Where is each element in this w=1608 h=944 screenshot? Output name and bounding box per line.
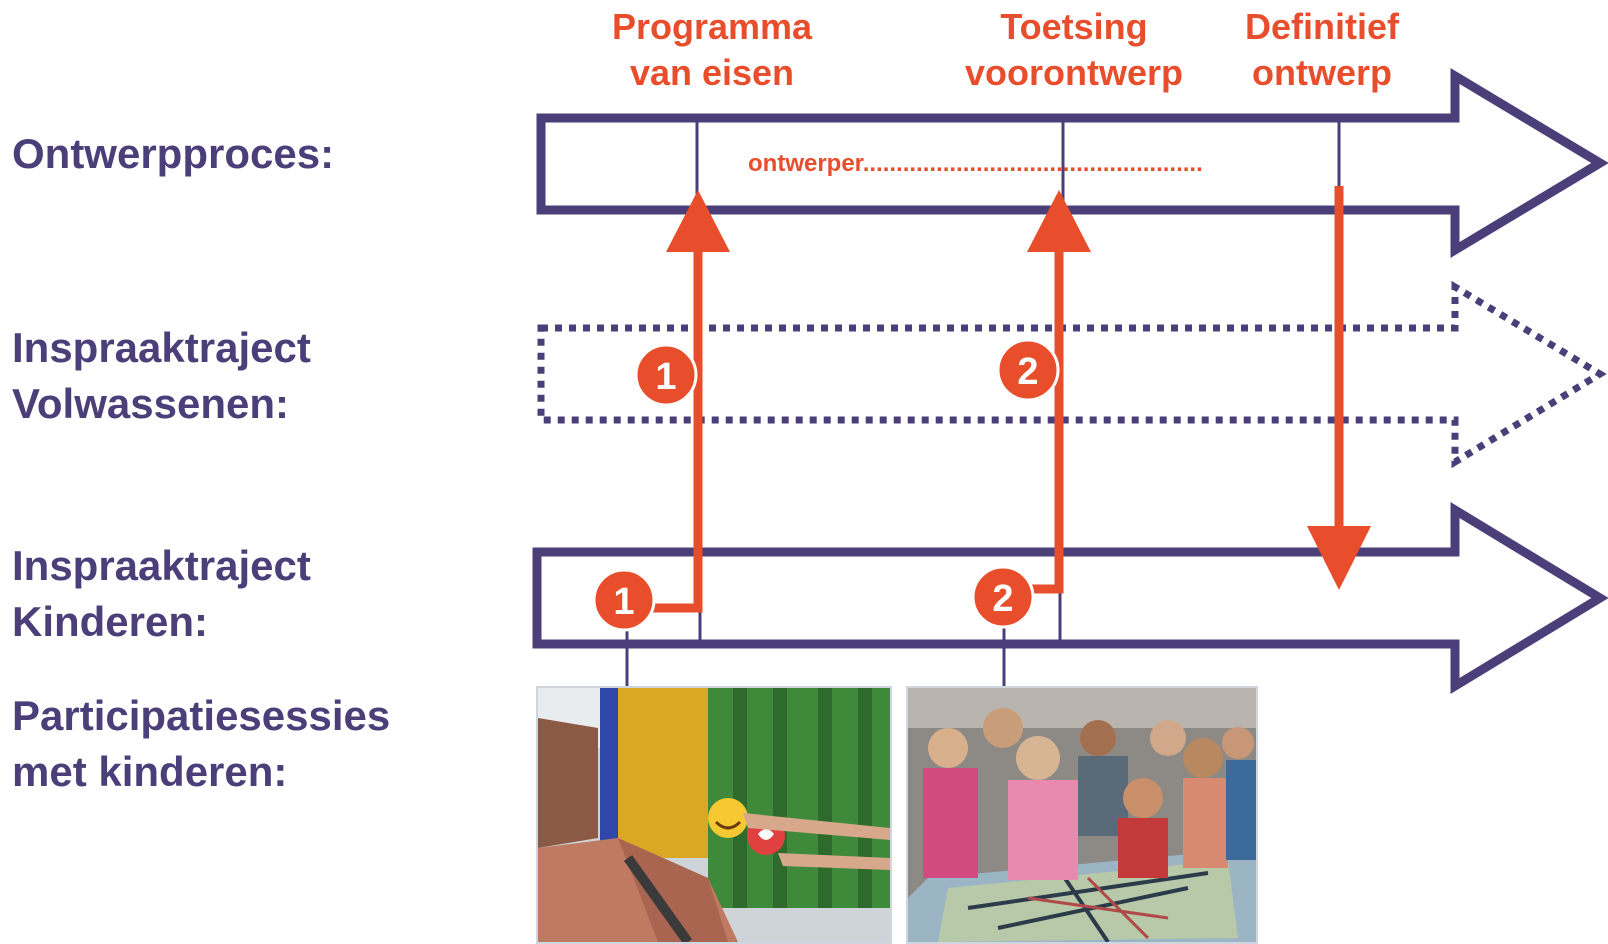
label-design-process: Ontwerpproces: — [12, 130, 335, 177]
step-badge-child-2: 2 — [971, 565, 1035, 629]
label-participation-sessions: Participatiesessies met kinderen: — [12, 692, 391, 795]
photo-map-illustration — [908, 688, 1256, 942]
milestone-preliminary-design-review: Toetsing voorontwerp — [964, 6, 1184, 93]
flow-arrow-1-head — [666, 190, 730, 252]
child-consultation-track-arrow — [532, 502, 1608, 694]
svg-text:1: 1 — [613, 581, 634, 623]
photo-session-map — [906, 686, 1258, 944]
milestone-program-of-requirements: Programma van eisen — [611, 6, 813, 93]
step-badge-adult-1: 1 — [634, 343, 698, 407]
step-badge-child-1: 1 — [592, 568, 656, 632]
svg-text:2: 2 — [992, 578, 1013, 620]
adult-consultation-track-arrow — [537, 280, 1607, 469]
label-child-consultation: Inspraaktraject Kinderen: — [12, 542, 311, 645]
label-adult-consultation: Inspraaktraject Volwassenen: — [12, 324, 311, 427]
flow-arrow-2-head — [1027, 190, 1091, 252]
flow-arrow-3-head — [1307, 526, 1371, 590]
svg-text:1: 1 — [655, 356, 676, 398]
photo-street-illustration — [538, 688, 890, 942]
svg-text:2: 2 — [1017, 351, 1038, 393]
milestone-final-design: Definitief ontwerp — [1244, 6, 1400, 93]
step-badge-adult-2: 2 — [996, 338, 1060, 402]
flow-arrow-2 — [1022, 248, 1064, 594]
designer-note: ontwerper...............................… — [748, 150, 1203, 177]
photo-session-street — [536, 686, 892, 944]
flow-arrow-1 — [646, 248, 703, 613]
